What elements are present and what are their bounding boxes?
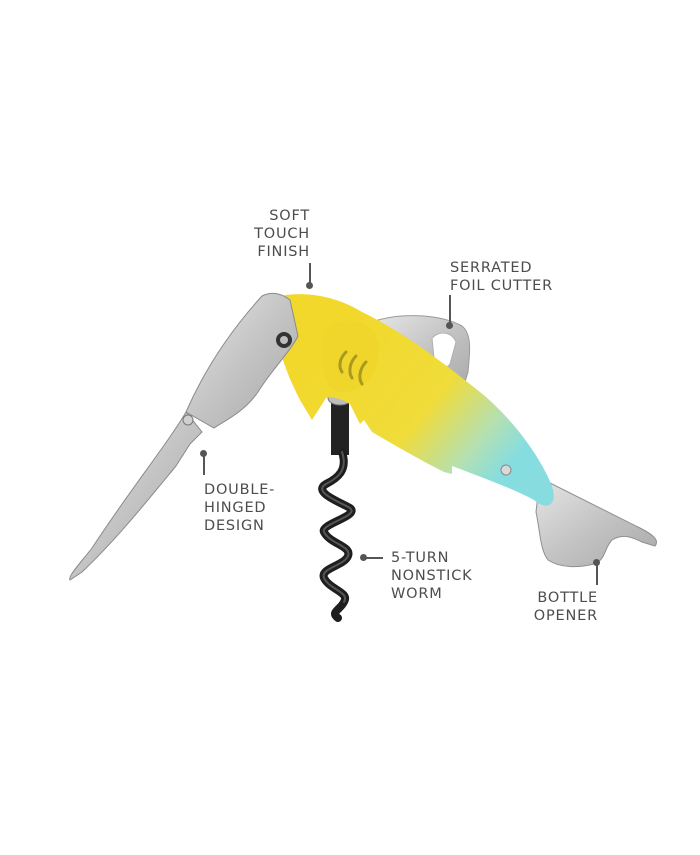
callout-text: FOIL CUTTER [450, 278, 553, 294]
callout-text: DESIGN [204, 518, 265, 534]
callout-dot [200, 450, 207, 457]
callout-text: SERRATED [450, 260, 533, 276]
callout-dot [360, 554, 367, 561]
callout-text: NONSTICK [391, 568, 473, 584]
callout-bottle-opener: BOTTLE OPENER [520, 589, 598, 625]
callout-dot [593, 559, 600, 566]
corkscrew-worm [318, 400, 356, 622]
callout-dot [306, 282, 313, 289]
fish-gills-icon [338, 350, 368, 386]
lever-arm [69, 292, 299, 581]
callout-line [365, 557, 383, 559]
callout-line [596, 563, 598, 585]
rivet [500, 464, 512, 476]
callout-line [203, 455, 205, 475]
callout-text: SOFT [269, 208, 310, 224]
fish-head-lobe [321, 321, 379, 392]
bottle-opener-tail [535, 477, 657, 568]
callout-text: 5-TURN [391, 550, 450, 566]
callout-text: OPENER [533, 608, 598, 624]
callout-serrated-foil-cutter: SERRATED FOIL CUTTER [450, 259, 553, 295]
callout-line [309, 263, 311, 283]
callout-soft-touch-finish: SOFT TOUCH FINISH [246, 207, 310, 261]
callout-line [449, 295, 451, 323]
callout-text: TOUCH [254, 226, 310, 242]
callout-text: HINGED [204, 500, 267, 516]
callout-text: FINISH [257, 244, 310, 260]
callout-nonstick-worm: 5-TURN NONSTICK WORM [391, 549, 472, 603]
callout-dot [446, 322, 453, 329]
callout-text: DOUBLE- [204, 482, 276, 498]
callout-text: WORM [391, 586, 443, 602]
callout-double-hinged-design: DOUBLE- HINGED DESIGN [204, 481, 275, 535]
callout-text: BOTTLE [537, 590, 598, 606]
